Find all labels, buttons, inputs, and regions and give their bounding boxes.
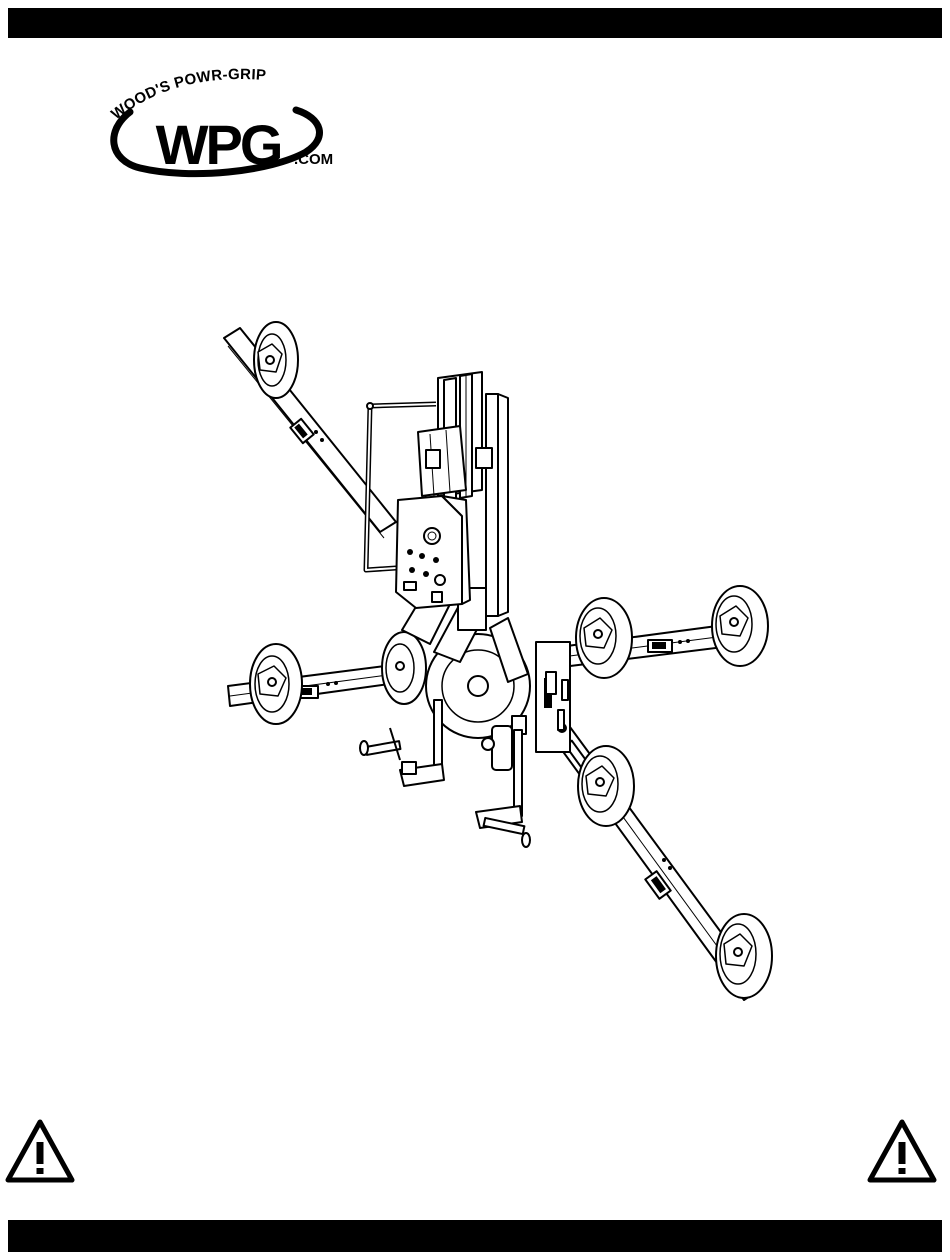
suction-pad: [576, 598, 632, 678]
suction-pad: [250, 644, 302, 724]
battery-pack: [418, 426, 466, 496]
suction-pad: [254, 322, 298, 398]
stand-handle: [360, 700, 444, 786]
wpg-logo: WOOD'S POWR-GRIP WPG .COM: [100, 60, 340, 190]
vacuum-lifter-illustration: [190, 300, 810, 1020]
logo-suffix-text: .COM: [294, 151, 333, 168]
warning-triangle-icon: [4, 1118, 76, 1184]
suction-pad: [712, 586, 768, 666]
warning-triangle-icon: [866, 1118, 938, 1184]
bottom-black-bar: [8, 1220, 942, 1252]
suction-pad: [716, 914, 772, 998]
logo-main-text: WPG: [156, 113, 281, 176]
control-panel: [396, 496, 470, 608]
top-black-bar: [8, 8, 942, 38]
suction-pad: [578, 746, 634, 826]
suction-pad: [382, 632, 426, 704]
